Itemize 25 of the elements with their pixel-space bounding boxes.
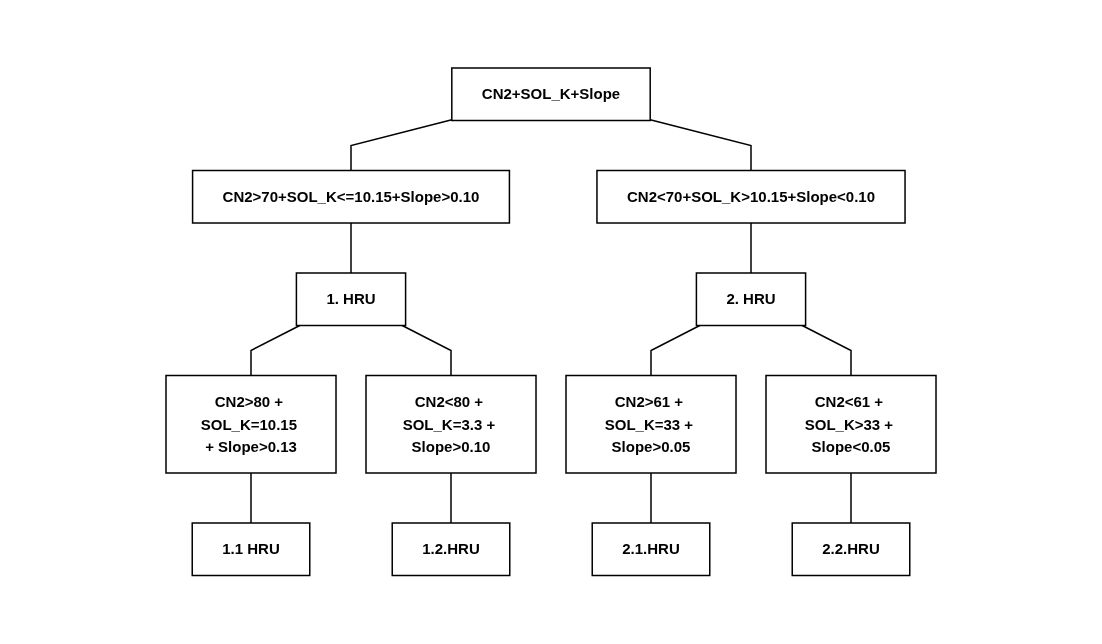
node-box: CN2<61 + SOL_K>33 + Slope<0.05 [765, 375, 937, 474]
connector [350, 119, 453, 172]
node-box: CN2>80 + SOL_K=10.15 + Slope>0.13 [165, 375, 337, 474]
connector [650, 472, 652, 524]
connector [401, 325, 452, 377]
connector [750, 222, 752, 274]
connector [850, 472, 852, 524]
node-box: 1.2.HRU [391, 522, 511, 577]
node-box: 2.2.HRU [791, 522, 911, 577]
connector [649, 119, 752, 172]
node-box: 2.1.HRU [591, 522, 711, 577]
node-box: 1.1 HRU [191, 522, 311, 577]
connector [350, 222, 352, 274]
connector [650, 325, 701, 377]
connector [250, 325, 301, 377]
node-box: CN2<70+SOL_K>10.15+Slope<0.10 [596, 170, 906, 224]
node-box: 2. HRU [695, 272, 807, 327]
node-box: CN2>70+SOL_K<=10.15+Slope>0.10 [191, 170, 511, 224]
node-box: CN2<80 + SOL_K=3.3 + Slope>0.10 [365, 375, 537, 474]
node-box: CN2+SOL_K+Slope [451, 67, 651, 122]
connector [250, 472, 252, 524]
connector [801, 325, 852, 377]
node-box: 1. HRU [295, 272, 407, 327]
connector [450, 472, 452, 524]
node-box: CN2>61 + SOL_K=33 + Slope>0.05 [565, 375, 737, 474]
